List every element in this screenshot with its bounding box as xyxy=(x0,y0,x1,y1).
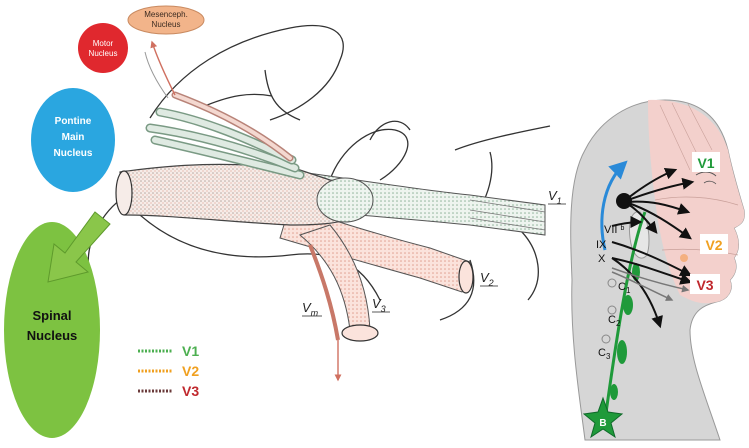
svg-text:Mesenceph.: Mesenceph. xyxy=(144,10,188,19)
rootlets xyxy=(145,91,305,180)
zone-v3-box xyxy=(690,274,720,294)
nerve-labels: V1 V2 V3 Vm xyxy=(302,188,566,318)
pontine-main-nucleus: Pontine Main Nucleus xyxy=(31,88,115,192)
svg-text:Nucleus: Nucleus xyxy=(89,49,118,58)
svg-text:Nucleus: Nucleus xyxy=(27,328,78,343)
label-c1: C1 xyxy=(618,281,631,295)
nerve-v3-cut xyxy=(341,324,379,342)
label-v1: V1 xyxy=(548,188,562,206)
ascending-arrow xyxy=(600,160,628,251)
legend-v3: V3 xyxy=(182,383,199,399)
legend-v1: V1 xyxy=(182,343,199,359)
label-ix: IX xyxy=(596,239,607,251)
brainstem-star xyxy=(582,396,624,439)
green-arrow xyxy=(47,211,111,283)
head-profile: B V1 V2 V3 xyxy=(570,99,745,441)
svg-text:Nucleus: Nucleus xyxy=(54,148,93,159)
label-v2: V2 xyxy=(480,270,494,288)
mesenceph-fiber-2 xyxy=(144,51,169,99)
lower-nerve-arrows xyxy=(611,216,693,329)
motor-nucleus: Motor Nucleus xyxy=(78,23,128,73)
svg-text:Spinal: Spinal xyxy=(32,308,71,323)
zone-v2-label: V2 xyxy=(705,237,722,253)
nerve-vm-root xyxy=(308,244,340,341)
v1-arrows xyxy=(627,167,695,240)
zone-v2-box xyxy=(700,234,728,254)
v2-zone-dot xyxy=(680,254,688,262)
svg-text:Main: Main xyxy=(62,132,85,143)
mesenceph-nucleus: Mesenceph. Nucleus xyxy=(127,5,205,35)
label-vm: Vm xyxy=(302,300,319,318)
label-x: X xyxy=(598,253,606,265)
zone-v1-box xyxy=(692,152,720,172)
legend: V1 V2 V3 xyxy=(138,343,199,399)
spinal-nucleus: Spinal Nucleus xyxy=(4,222,100,438)
label-c2: C2 xyxy=(608,314,621,328)
trigeminal-ganglion xyxy=(316,177,374,223)
svg-text:Nucleus: Nucleus xyxy=(152,20,181,29)
label-c3: C3 xyxy=(598,347,611,361)
svg-text:Pontine: Pontine xyxy=(55,116,92,127)
zone-v1-label: V1 xyxy=(697,155,714,171)
mesenceph-fiber xyxy=(150,40,176,96)
nerve-v2-cut xyxy=(458,260,474,294)
nerve-trunk-cut xyxy=(115,170,133,216)
nerve-bundle xyxy=(115,40,546,382)
gray-arrows xyxy=(611,267,690,301)
legend-v2: V2 xyxy=(182,363,199,379)
zone-v3-label: V3 xyxy=(696,277,713,293)
brainstem-label: B xyxy=(599,418,606,429)
svg-text:Motor: Motor xyxy=(93,39,114,48)
label-v3: V3 xyxy=(372,296,386,314)
